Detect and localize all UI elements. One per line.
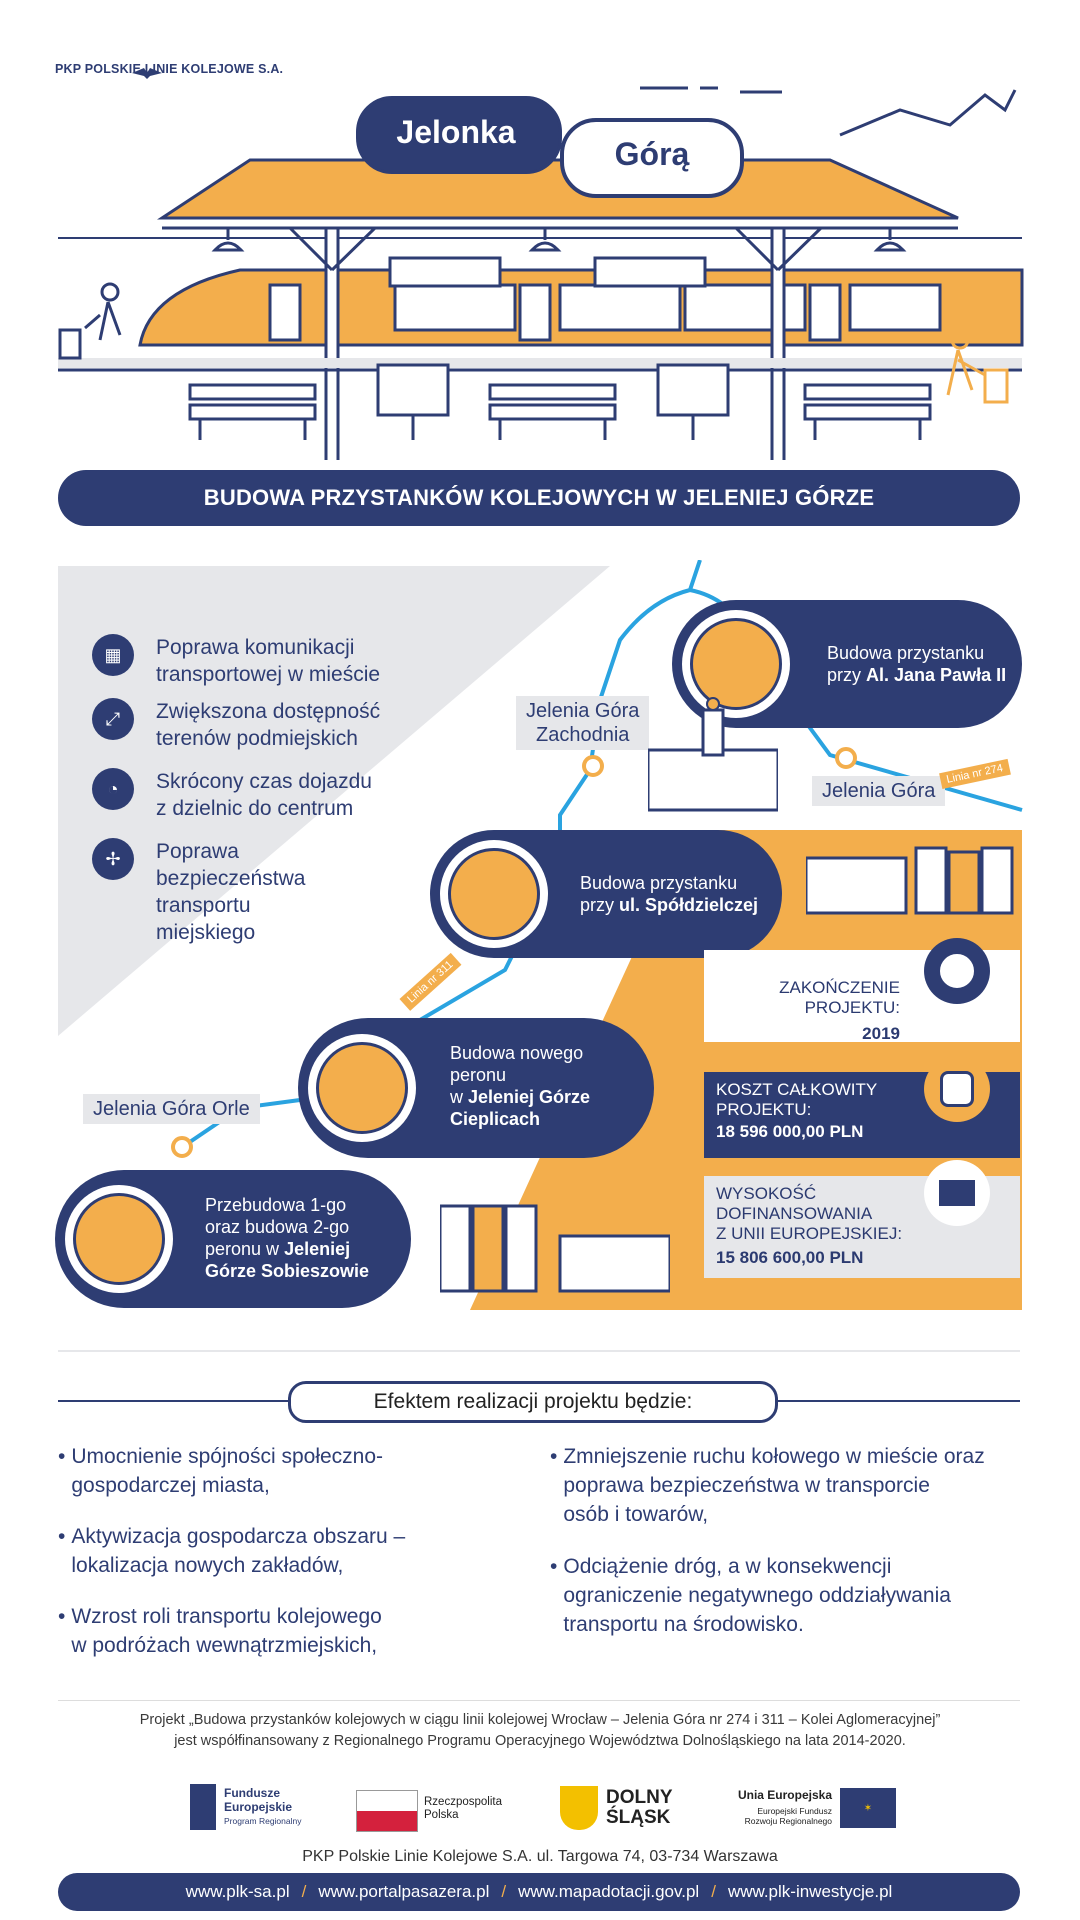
station-dot-jelenia-gora xyxy=(835,747,857,769)
effect-item: •Odciążenie dróg, a w konsekwencji ogran… xyxy=(550,1555,951,1636)
project-cost-value: 18 596 000,00 PLN xyxy=(716,1122,864,1141)
train-front-icon xyxy=(690,618,782,710)
effect-item: •Wzrost roli transportu kolejowego w pod… xyxy=(58,1605,382,1657)
link-portalpasazera[interactable]: www.portalpasazera.pl xyxy=(318,1882,490,1901)
project-spoldzielcza: Budowa przystanku przy ul. Spółdzielczej xyxy=(430,830,782,958)
expand-arrows-icon: ⤢ xyxy=(92,698,134,740)
buildings-left-illustration xyxy=(440,1204,670,1293)
station-sign-left xyxy=(356,96,562,174)
footer-address: PKP Polskie Linie Kolejowe S.A. ul. Targ… xyxy=(302,1848,778,1865)
fundusze-logo-title: Fundusze Europejskie xyxy=(224,1786,293,1814)
eu-funding-value: 15 806 600,00 PLN xyxy=(716,1248,864,1267)
project-cost-label: KOSZT CAŁKOWITY PROJEKTU: xyxy=(716,1080,878,1119)
eu-flag-logo-icon: ✶ xyxy=(840,1788,896,1828)
polish-flag-icon xyxy=(356,1790,418,1832)
link-separator: / xyxy=(501,1882,507,1901)
station-dot-zachodnia xyxy=(582,755,604,777)
buildings-right-illustration xyxy=(806,846,1014,915)
station-sign-right xyxy=(560,118,744,198)
effects-heading: Efektem realizacji projektu będzie: xyxy=(288,1381,778,1423)
station-label-zachodnia: Jelenia Góra Zachodnia xyxy=(516,696,650,750)
page-title-banner: BUDOWA PRZYSTANKÓW KOLEJOWYCH W JELENIEJ… xyxy=(58,470,1020,526)
grey-benefits-panel xyxy=(58,566,610,1036)
benefit-item: ⤢ Zwiększona dostępność terenów podmiejs… xyxy=(92,698,456,752)
section-divider xyxy=(58,1350,1020,1352)
building-icon: ▦ xyxy=(92,634,134,676)
link-separator: / xyxy=(711,1882,716,1901)
footer-links-bar: www.plk-sa.pl / www.portalpasazera.pl / … xyxy=(58,1873,1020,1911)
coins-icon xyxy=(924,1056,990,1122)
effect-item: •Umocnienie spójności społeczno- gospoda… xyxy=(58,1445,384,1497)
fundusze-logo-icon xyxy=(190,1784,216,1830)
eu-logo-sub: Europejski Fundusz Rozwoju Regionalnego xyxy=(744,1806,832,1826)
benefit-item: ▦ Poprawa komunikacji transportowej w mi… xyxy=(92,634,456,688)
project-cieplice: Budowa nowego peronu w Jeleniej Górze Ci… xyxy=(298,1018,654,1158)
station-dot-orle xyxy=(171,1136,193,1158)
fundusze-logo-sub: Program Regionalny xyxy=(224,1816,302,1826)
station-illustration xyxy=(58,86,1024,460)
manor-icon xyxy=(73,1193,165,1285)
eu-flag-icon xyxy=(924,1160,990,1226)
dolny-slask-logo-text: DOLNY ŚLĄSK xyxy=(606,1787,673,1828)
eu-logo-title: Unia Europejska xyxy=(737,1788,832,1802)
station-sign-word1: Jelonka xyxy=(396,114,516,150)
clock-quarter-icon: ◔ xyxy=(92,768,134,810)
project-note: Projekt „Budowa przystanków kolejowych w… xyxy=(139,1712,941,1749)
clock-icon xyxy=(924,938,990,1004)
eu-funding-label: WYSOKOŚĆ DOFINANSOWANIA Z UNII EUROPEJSK… xyxy=(716,1184,903,1243)
rp-logo-text: Rzeczpospolita Polska xyxy=(424,1796,502,1821)
link-plk-inwestycje[interactable]: www.plk-inwestycje.pl xyxy=(727,1882,893,1901)
link-separator: / xyxy=(301,1882,307,1901)
project-sobieszow: Przebudowa 1-go oraz budowa 2-go peronu … xyxy=(55,1170,411,1308)
town-hall-illustration xyxy=(648,697,778,812)
station-label-jelenia-gora: Jelenia Góra xyxy=(812,776,946,806)
shelter-icon xyxy=(448,848,540,940)
link-mapadotacji[interactable]: www.mapadotacji.gov.pl xyxy=(518,1882,700,1901)
station-label-orle: Jelenia Góra Orle xyxy=(83,1094,260,1124)
company-logo-text: PKP POLSKIE LINIE KOLEJOWE S.A. xyxy=(55,62,284,76)
project-end-label: ZAKOŃCZENIE PROJEKTU: xyxy=(779,978,900,1017)
signpost-icon: ✢ xyxy=(92,838,134,880)
project-jana-pawla: Budowa przystanku przy Al. Jana Pawła II xyxy=(672,600,1022,728)
traveller-left-icon xyxy=(58,282,122,360)
effect-item: •Aktywizacja gospodarcza obszaru – lokal… xyxy=(58,1525,406,1577)
effect-item: •Zmniejszenie ruchu kołowego w mieście o… xyxy=(550,1445,985,1526)
station-sign-word2: Górą xyxy=(614,136,690,172)
link-plk-sa[interactable]: www.plk-sa.pl xyxy=(185,1882,290,1901)
page-title: BUDOWA PRZYSTANKÓW KOLEJOWYCH W JELENIEJ… xyxy=(203,485,875,510)
plk-logo-icon xyxy=(132,68,162,79)
benefit-item: ◔ Skrócony czas dojazdu z dzielnic do ce… xyxy=(92,768,456,822)
house-icon xyxy=(316,1042,408,1134)
mountain-outline xyxy=(839,89,1017,137)
dolny-slask-shield-icon xyxy=(560,1786,598,1830)
footer-divider xyxy=(58,1700,1020,1701)
benefit-item: ✢ Poprawa bezpieczeństwa transportu miej… xyxy=(92,838,456,946)
project-end-value: 2019 xyxy=(862,1024,900,1043)
traveller-right-icon xyxy=(946,330,1009,404)
